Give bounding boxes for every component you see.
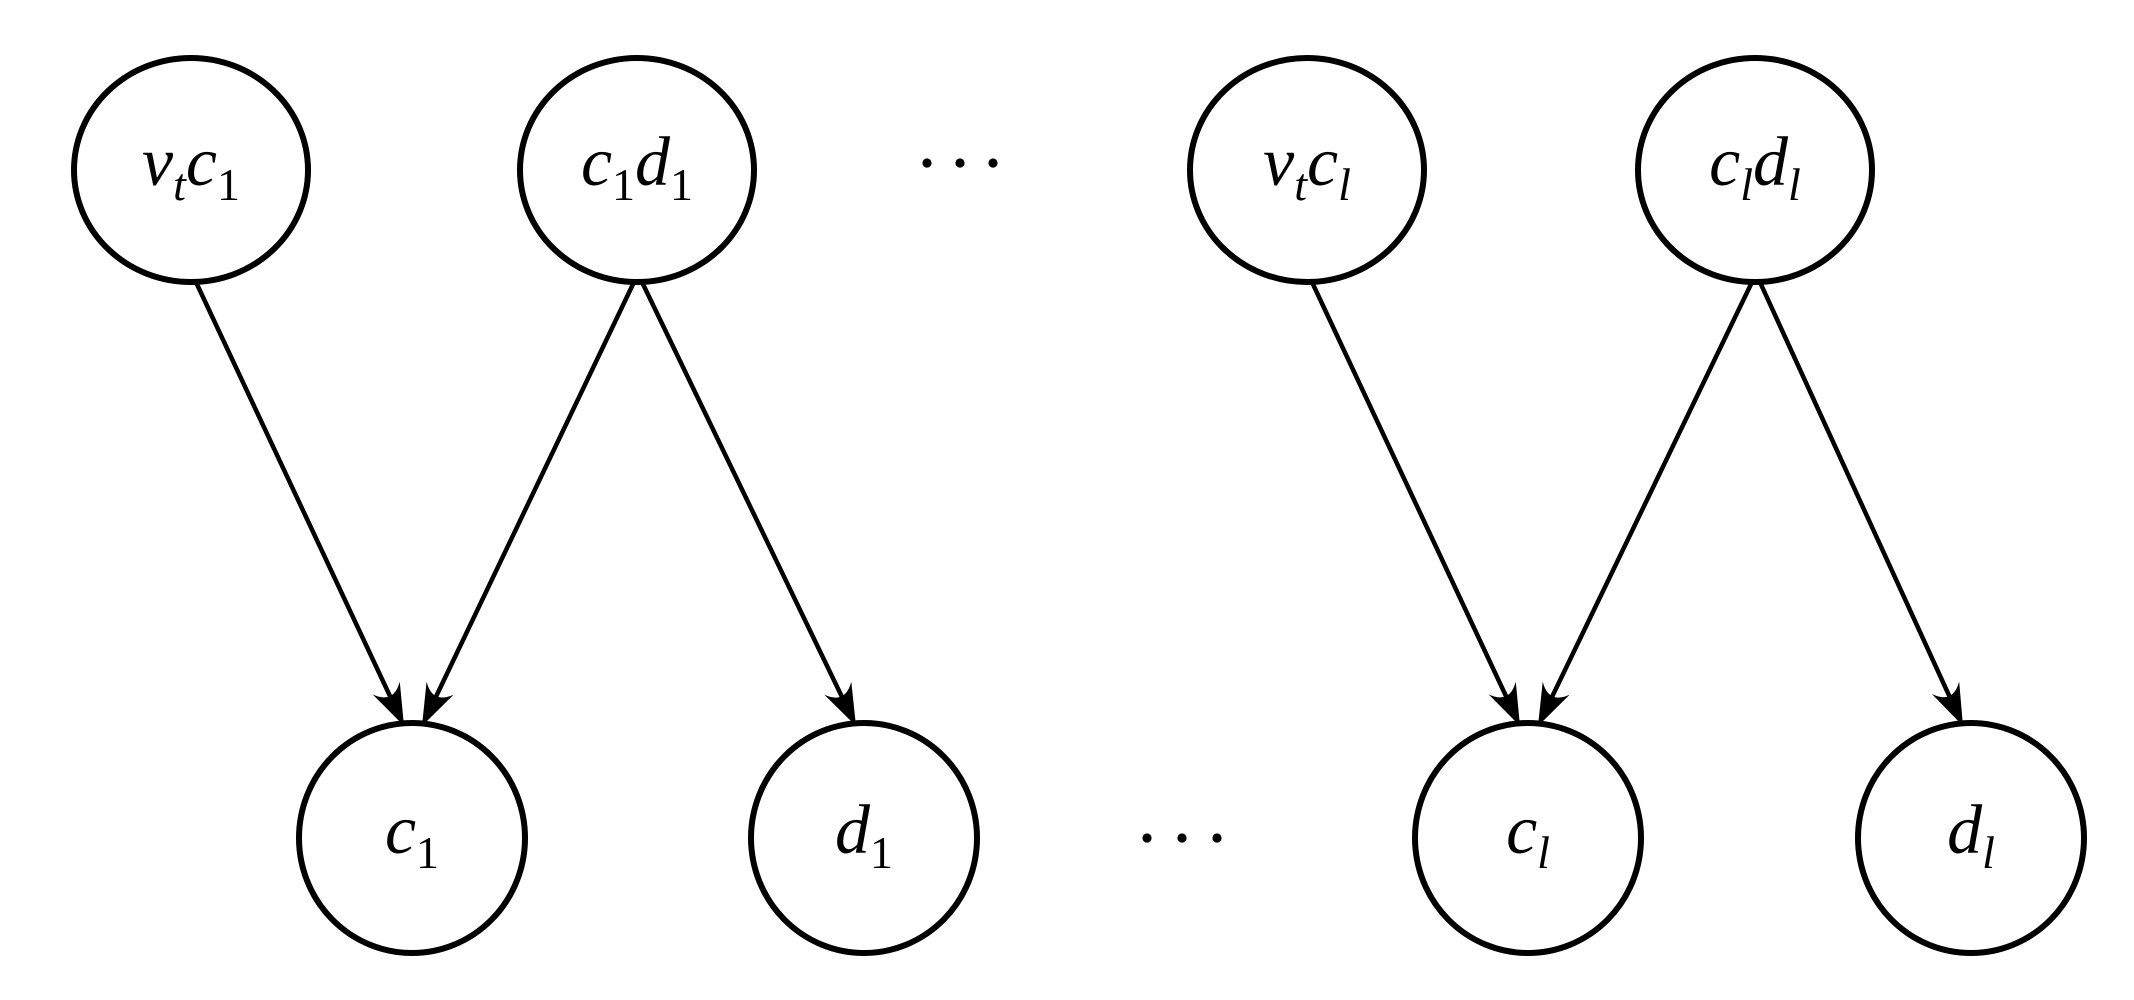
edges-layer: [192, 279, 1963, 726]
node-cl-dl: cldl: [1635, 55, 1875, 285]
ellipsis-bottom: [1142, 833, 1222, 843]
edge-cl_dl-cl: [1538, 279, 1756, 726]
node-vt-cl: vtcl: [1187, 55, 1427, 285]
node-dl: dl: [1855, 720, 2087, 956]
node-c1: c1: [296, 720, 528, 956]
edge-cl_dl-dl: [1756, 279, 1963, 726]
ellipsis-dot: [955, 158, 965, 168]
node-vt-cl-label: vtcl: [1263, 124, 1351, 210]
ellipsis-dot: [1212, 833, 1222, 843]
node-d1: d1: [748, 720, 980, 956]
node-vt-cl-circle: [1187, 55, 1427, 285]
node-dl-label: dl: [1947, 792, 1995, 878]
edge-c1_d1-c1: [422, 279, 638, 726]
ellipsis-dot: [922, 158, 932, 168]
node-vt-c1-label: vtc1: [142, 124, 240, 210]
node-c1-label: c1: [385, 792, 439, 878]
node-vt-c1: vtc1: [71, 55, 311, 285]
node-d1-label: d1: [835, 792, 893, 878]
node-d1-circle: [748, 720, 980, 956]
node-c1-d1: c1d1: [517, 55, 757, 285]
ellipsis-dot: [1142, 833, 1152, 843]
arrowhead-icon: [422, 681, 454, 726]
node-c1-circle: [296, 720, 528, 956]
arrowhead-icon: [372, 681, 404, 726]
edge-vt_cl-cl: [1308, 279, 1520, 726]
node-cl-dl-circle: [1635, 55, 1875, 285]
node-cl-label: cl: [1506, 792, 1550, 878]
arrowhead-icon: [1488, 681, 1520, 726]
ellipsis-dot: [1177, 833, 1187, 843]
arrowhead-icon: [1931, 681, 1963, 726]
node-c1-d1-circle: [517, 55, 757, 285]
ellipsis-dot: [988, 158, 998, 168]
arrowhead-icon: [1538, 681, 1570, 726]
edge-vt_c1-c1: [192, 279, 404, 726]
node-cl-dl-label: cldl: [1709, 124, 1801, 210]
arrowhead-icon: [824, 681, 856, 726]
node-cl-circle: [1412, 720, 1644, 956]
ellipsis-top: [922, 158, 998, 168]
ellipsis-layer: [922, 158, 1222, 843]
node-cl: cl: [1412, 720, 1644, 956]
node-vt-c1-circle: [71, 55, 311, 285]
edge-c1_d1-d1: [638, 279, 856, 726]
node-c1-d1-label: c1d1: [581, 124, 693, 210]
node-dl-circle: [1855, 720, 2087, 956]
